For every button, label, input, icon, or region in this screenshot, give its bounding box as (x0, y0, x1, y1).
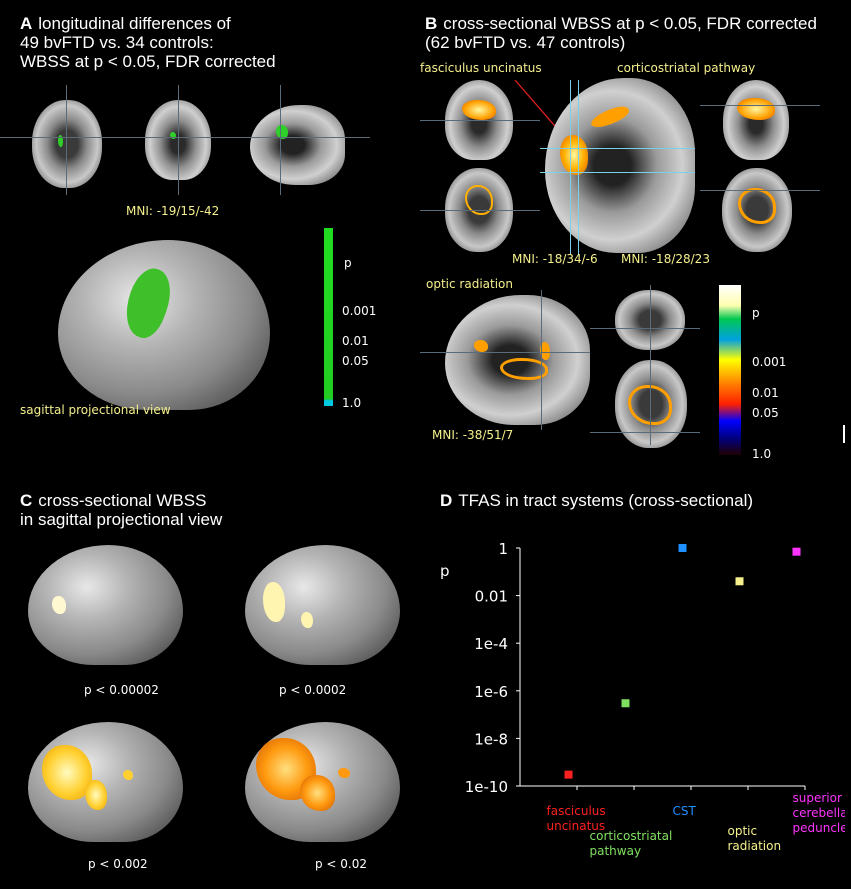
divider-mark (843, 425, 845, 443)
panel-d-title-text: TFAS in tract systems (cross-sectional) (458, 491, 754, 510)
panel-c-letter: C (20, 491, 33, 510)
y-tick-label: 1e-6 (474, 683, 508, 701)
panel-a-colorbar (324, 228, 333, 406)
panel-b-mni-2: MNI: -18/28/23 (621, 252, 710, 266)
y-tick-label: 1e-8 (474, 730, 508, 748)
cluster-blob (58, 135, 63, 147)
threshold-label: p < 0.002 (88, 857, 148, 871)
panel-a-mni: MNI: -19/15/-42 (126, 204, 220, 218)
y-tick-label: 1e-4 (474, 635, 508, 653)
cluster-blob (300, 775, 335, 811)
panel-a-tick: 1.0 (342, 396, 362, 410)
cluster-blob (465, 185, 493, 215)
coronal-slice (723, 80, 789, 160)
cluster-blob (263, 582, 285, 622)
cluster-blob (474, 340, 488, 352)
panel-b-letter: B (425, 14, 438, 33)
threshold-label: p < 0.02 (315, 857, 368, 871)
y-axis-label: p (440, 562, 450, 580)
panel-a-slices (0, 85, 370, 205)
panel-a-colorbar-p: p (344, 256, 352, 270)
panel-c-title-text: cross-sectional WBSS in sagittal project… (20, 491, 223, 529)
cluster-blob (276, 125, 288, 139)
data-point (678, 544, 687, 552)
cluster-blob (52, 596, 66, 614)
cluster-blob (462, 100, 496, 120)
panel-a-tick: 0.05 (342, 354, 369, 368)
x-category-label: superiorcerebellarpeduncle (793, 791, 846, 835)
label-corticostriatal: corticostriatal pathway (617, 61, 756, 75)
panel-b-tick: 0.01 (752, 386, 779, 400)
cluster-blob (85, 780, 107, 810)
label-fasciculus: fasciculus uncinatus (420, 61, 542, 75)
cluster-blob (170, 132, 176, 139)
sagittal-slice (250, 105, 345, 185)
axial-slice (32, 100, 102, 188)
y-tick-label: 1e-10 (465, 778, 508, 796)
y-tick-label: 0.01 (475, 588, 508, 606)
panel-b-colorbar-p: p (752, 306, 760, 320)
panel-b-colorbar (719, 285, 741, 455)
panel-d-title: D TFAS in tract systems (cross-sectional) (440, 491, 753, 510)
cluster-blob (338, 768, 350, 778)
cluster-blob (123, 770, 133, 780)
data-point (792, 547, 801, 556)
panel-b-mni-1: MNI: -18/34/-6 (512, 252, 598, 266)
cluster-blob (42, 745, 92, 800)
label-optic-radiation: optic radiation (426, 277, 513, 291)
cluster-blob (540, 342, 550, 360)
threshold-label: p < 0.0002 (279, 683, 347, 697)
panel-d-letter: D (440, 491, 453, 510)
panel-a-tick: 0.001 (342, 304, 377, 318)
panel-b-tick: 0.001 (752, 355, 787, 369)
cluster-blob (560, 135, 588, 175)
x-category-label: CST (673, 804, 697, 818)
cluster-blob (301, 612, 313, 628)
panel-b-tick: 1.0 (752, 447, 772, 461)
panel-a-brain-render (58, 240, 270, 410)
data-point (621, 699, 630, 708)
panel-b-title-text: cross-sectional WBSS at p < 0.05, FDR co… (425, 14, 817, 52)
cluster-blob (500, 358, 548, 380)
panel-a-tick: 0.01 (342, 334, 369, 348)
y-tick-label: 1 (498, 540, 508, 558)
panel-a-letter: A (20, 14, 33, 33)
panel-b-mni-3: MNI: -38/51/7 (432, 428, 514, 442)
cluster-blob (737, 98, 775, 120)
panel-b-tick: 0.05 (752, 406, 779, 420)
data-point (564, 770, 573, 779)
panel-a-projection-label: sagittal projectional view (20, 403, 171, 417)
cluster-blob (738, 188, 776, 224)
panel-a-title-text: longitudinal differences of 49 bvFTD vs.… (20, 14, 276, 71)
threshold-label: p < 0.00002 (84, 683, 159, 697)
data-point (735, 577, 744, 586)
